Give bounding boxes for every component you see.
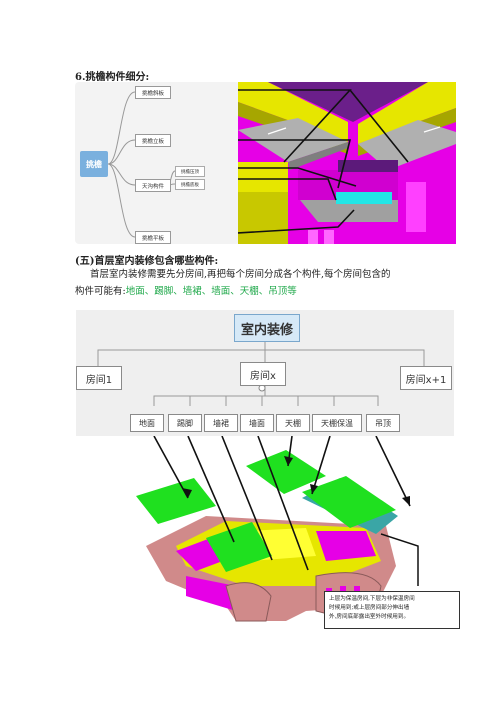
tree-room-1: 房间1 [76,366,122,390]
panel-ceiling [246,450,326,494]
tree-root: 室内装修 [234,314,300,342]
mindmap-node-slant-board: 挑檐斜板 [135,86,171,99]
tree-component-wall-surface: 墙面 [240,414,274,432]
fascia-right [358,82,456,144]
mindmap-node-gutter: 天沟构件 [135,179,171,192]
mindmap-subnode-bottom-board: 挑檐底板 [175,179,205,190]
section-title-6: 6.挑檐构件细分: [75,72,150,83]
door-1 [308,230,318,244]
mindmap-node-flat-board: 挑檐平板 [135,231,171,244]
wall-right-window [406,182,426,232]
eaves-mindmap: 挑檐 挑檐斜板 挑檐立板 天沟构件 挑檐平板 挑檐压顶 挑檐底板 [75,82,240,244]
wall-left-lower [238,192,288,244]
tree-room-x-plus-1: 房间x+1 [400,366,452,390]
room-magenta-3 [186,576,236,611]
mindmap-root: 挑檐 [80,151,108,177]
tree-component-skirting: 踢脚 [168,414,202,432]
bay-wall-2 [225,582,272,622]
arrow-heads [182,456,410,506]
note-line-3: 外,房间底部露出室外时候用到。 [329,614,410,620]
panel-floor [136,478,216,524]
gutter-cyan [336,192,392,204]
tree-component-ceiling: 天棚 [276,414,310,432]
slab-left-edge [288,142,348,170]
tree-component-floor: 地面 [130,414,164,432]
tree-component-ceiling-insulation: 天棚保温 [312,414,362,432]
paragraph-line2-prefix: 构件可能有: [75,286,126,297]
panel-wall [206,522,272,572]
panel-ceiling-insulation [302,476,396,528]
door-2 [324,230,334,244]
insulation-note: 上层为保温房间,下层为非保温房间 时候用到;或上层房间部分伸出墙 外,房间底部露… [324,591,460,629]
mindmap-node-vertical-board: 挑檐立板 [135,134,171,147]
paragraph-components-list: 地面、踢脚、墙裙、墙面、天棚、吊顶等 [125,286,297,297]
roof-top [268,82,428,122]
paragraph-line1: 首层室内装修需要先分房间,再把每个房间分成各个构件,每个房间包含的 [90,269,391,280]
slab-right [358,120,456,170]
tree-component-dado: 墙裙 [204,414,238,432]
middle-roof [338,160,398,172]
note-line-2: 时候用到;或上层房间部分伸出墙 [329,605,410,611]
room-magenta-2 [316,531,376,561]
paragraph-line2: 构件可能有:地面、踢脚、墙裙、墙面、天棚、吊顶等 [75,284,435,299]
interior-decoration-tree: 室内装修 房间1 房间x 房间x+1 地面 踢脚 墙裙 墙面 天棚 天棚保温 吊… [76,310,454,436]
flat-slab [300,200,414,222]
eaves-3d-model [238,82,456,244]
note-line-1: 上层为保温房间,下层为非保温房间 [329,596,415,602]
tree-connectors [97,340,425,406]
note-pointer [380,533,419,586]
fascia-left [238,82,348,142]
section-title-5: (五)首层室内装修包含哪些构件: [75,256,219,267]
tree-room-x: 房间x [240,362,286,386]
mindmap-subnode-coping: 挑檐压顶 [175,166,205,177]
tree-component-suspended-ceiling: 吊顶 [366,414,400,432]
